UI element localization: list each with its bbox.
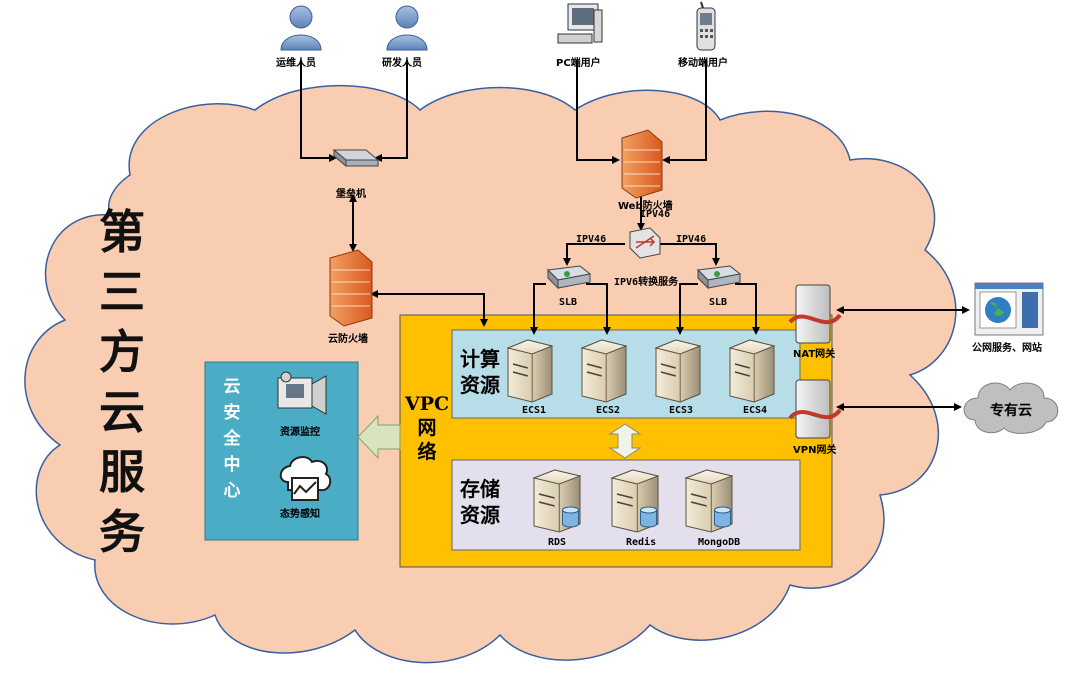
situational-awareness-label: 态势感知 [280, 509, 320, 520]
mobile-user-label: 移动端用户 [678, 58, 728, 69]
web-firewall-icon [621, 129, 663, 199]
pc-user-icon [557, 3, 603, 44]
bastion-host-icon [332, 148, 380, 168]
ecs-server-icon [580, 339, 628, 403]
ipv6-service-label: IPV6转换服务 [614, 277, 679, 288]
ipv46-top-label: IPV46 [640, 209, 671, 220]
resource-monitor-label: 资源监控 [280, 427, 320, 438]
bastion-label: 堡垒机 [336, 189, 366, 200]
ecs-server-icon [654, 339, 702, 403]
resource-monitor-icon [277, 371, 327, 415]
ecs-server-icon [728, 339, 776, 403]
compute-title: 计算 资源 [460, 347, 500, 397]
cloud-firewall-label: 云防火墙 [328, 334, 368, 345]
ecs-server-icon [506, 339, 554, 403]
nat-gateway-icon [788, 284, 842, 344]
storage-server-icon [610, 469, 660, 533]
situational-awareness-icon [279, 456, 332, 501]
vpc-label: VPC 网 络 [405, 393, 450, 463]
ops-user-label: 运维人员 [276, 58, 316, 69]
ecs-label: ECS2 [596, 405, 621, 416]
public-service-label: 公网服务、网站 [972, 343, 1042, 354]
storage-title: 存储 资源 [460, 477, 500, 527]
vpn-gateway-icon [788, 379, 842, 439]
title-char: 务 [99, 505, 145, 559]
slb-right-label: SLB [709, 297, 728, 308]
title-char: 云 [99, 385, 145, 439]
ecs-label: ECS1 [522, 405, 547, 416]
pc-user-label: PC端用户 [556, 58, 601, 69]
security-title-char: 全 [223, 429, 241, 449]
ipv46-left-label: IPV46 [576, 234, 607, 245]
web-firewall-label: Web防火墙 [618, 201, 673, 212]
storage-node-label: RDS [548, 537, 567, 548]
security-title-char: 心 [223, 481, 241, 501]
ipv46-right-label: IPV46 [676, 234, 707, 245]
ecs-label: ECS4 [743, 405, 768, 416]
security-center-title: 云安全中心 [220, 374, 244, 504]
security-title-char: 安 [223, 403, 241, 423]
public-website-icon [974, 282, 1044, 336]
security-title-char: 中 [223, 455, 241, 475]
slb-left-icon [546, 265, 592, 290]
mobile-user-icon [696, 1, 716, 51]
nat-gateway-label: NAT网关 [793, 349, 836, 360]
title-char: 第 [99, 205, 145, 259]
title-char: 三 [99, 265, 145, 319]
dev-user-label: 研发人员 [382, 58, 422, 69]
storage-server-icon [532, 469, 582, 533]
private-cloud-label: 专有云 [990, 403, 1032, 419]
slb-right-icon [696, 265, 742, 290]
ecs-label: ECS3 [669, 405, 694, 416]
storage-node-label: Redis [626, 537, 657, 548]
slb-left-label: SLB [559, 297, 578, 308]
compute-storage-arrow [608, 423, 642, 459]
storage-server-icon [684, 469, 734, 533]
cloud-firewall-icon [329, 249, 373, 327]
third-party-cloud-title: 第三方云服务 [92, 202, 152, 562]
security-title-char: 云 [223, 377, 241, 397]
dev-user-icon [386, 5, 428, 51]
title-char: 服 [99, 445, 145, 499]
private-cloud-icon [963, 382, 1059, 434]
ipv6-switch-icon [629, 227, 661, 259]
vpn-gateway-label: VPN网关 [793, 445, 837, 456]
title-char: 方 [99, 325, 145, 379]
vpc-to-security-arrow [357, 414, 401, 460]
storage-node-label: MongoDB [698, 537, 741, 548]
ops-user-icon [280, 5, 322, 51]
